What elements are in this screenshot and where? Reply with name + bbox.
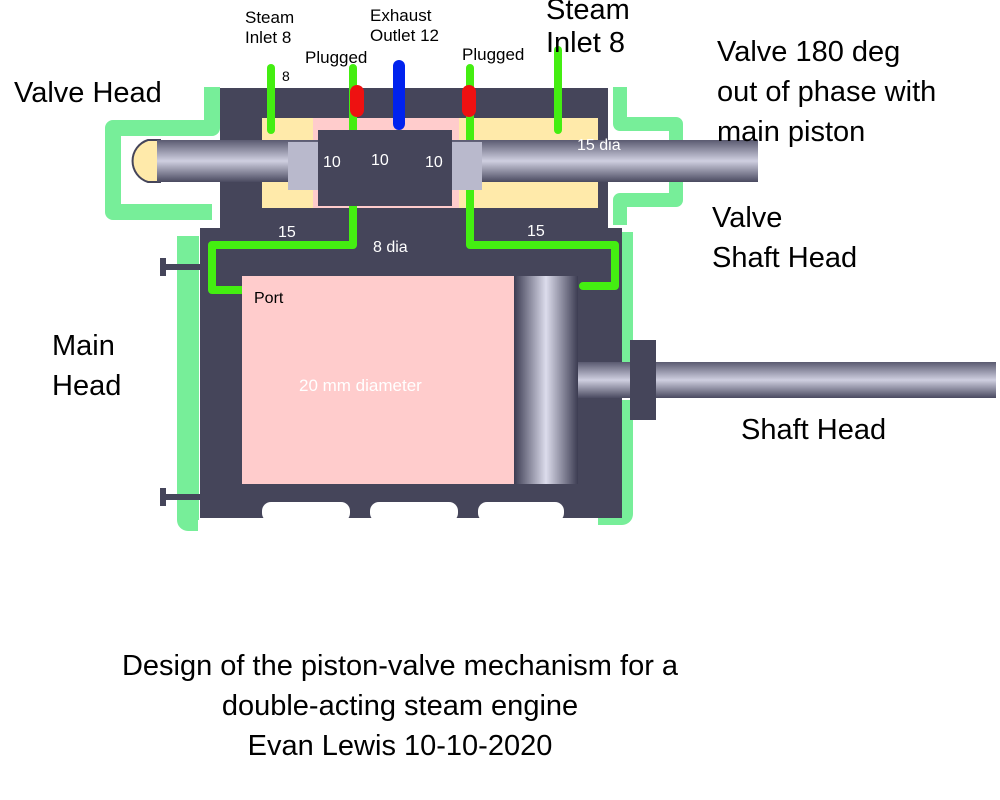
dim-15-left: 15 [278, 224, 296, 241]
main-head-gasket [177, 236, 199, 531]
main-piston [514, 276, 578, 484]
valve-head-label: Valve Head [14, 77, 162, 109]
port-label: Port [254, 290, 284, 307]
dim-10-right: 10 [425, 154, 443, 171]
dim-15-dia: 15 dia [577, 137, 621, 154]
plugged-right-label: Plugged [462, 45, 525, 64]
inlet-size-label: 8 [282, 68, 290, 84]
valve-head-gasket [105, 87, 220, 220]
valve-spool [288, 130, 482, 206]
main-head-label: Main Head [52, 330, 122, 402]
inner-dimensions: 15 dia 10 10 10 15 15 8 dia 20 mm diamet… [278, 137, 621, 395]
dim-10-mid: 10 [371, 152, 389, 169]
dim-15-right: 15 [527, 223, 545, 240]
cylinder-chamber [242, 276, 514, 484]
steam-inlet-right-label: Steam Inlet 8 [546, 0, 630, 59]
piston-rod [578, 340, 996, 420]
plugged-left-label: Plugged [305, 48, 368, 67]
dim-10-left: 10 [323, 154, 341, 171]
exhaust-outlet-label: Exhaust Outlet 12 [370, 6, 439, 45]
caption-line-1: Design of the piston-valve mechanism for… [121, 650, 679, 682]
base-cutouts [262, 502, 564, 522]
head-bolts [160, 258, 202, 506]
caption-line-3: Evan Lewis 10-10-2020 [247, 730, 553, 762]
shaft-head-label: Shaft Head [741, 414, 887, 446]
dim-8-dia: 8 dia [373, 239, 408, 256]
valve-phase-note: Valve 180 deg out of phase with main pis… [717, 36, 937, 148]
caption-line-2: double-acting steam engine [221, 690, 579, 722]
cylinder-diameter: 20 mm diameter [299, 376, 422, 395]
valve-shaft-head-label: Valve Shaft Head [712, 202, 858, 274]
steam-inlet-left-label: Steam Inlet 8 [245, 8, 295, 47]
